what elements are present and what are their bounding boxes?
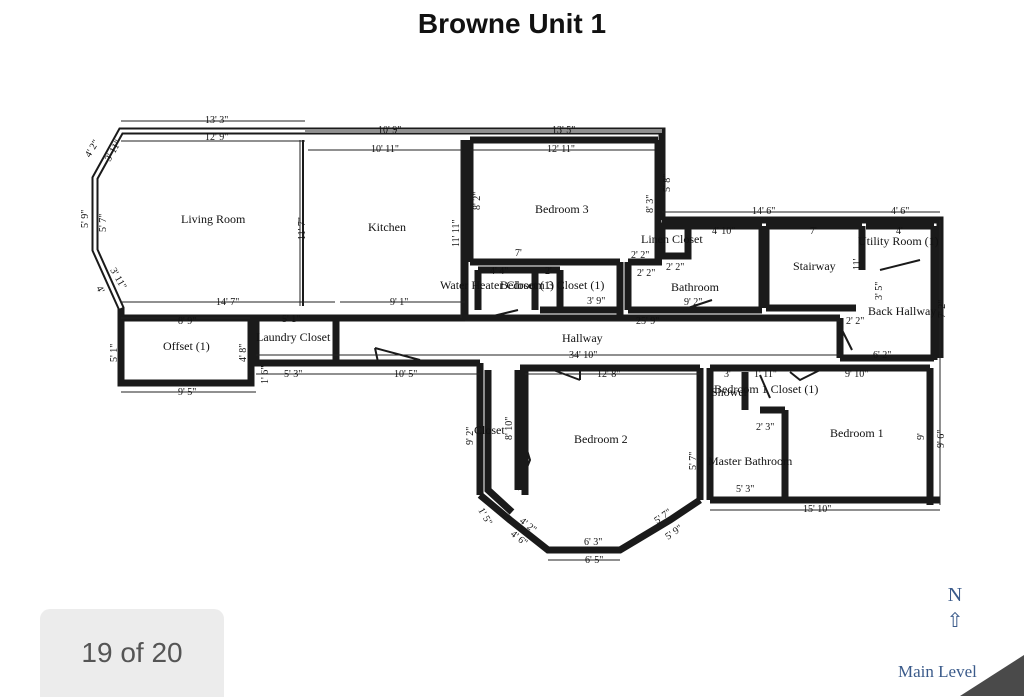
dim-label: 7' [515, 248, 522, 259]
dim-label: 2' 2" [631, 250, 649, 261]
dim-label: 4' 10" [712, 226, 735, 237]
dim-label: 5' 7" [688, 452, 699, 470]
room-water-heater-closet: Water Heater Closet (1) [440, 278, 554, 292]
dim-label: 25' 9" [636, 316, 659, 327]
room-stairway: Stairway [793, 259, 836, 273]
room-living-room: Living Room [181, 212, 246, 226]
room-closet: Closet [474, 423, 505, 437]
dim-label: 4' [93, 284, 106, 296]
dim-label: 1' 11" [754, 369, 777, 380]
room-utility-room: Utility Room (1) [858, 234, 939, 248]
dim-label: 5' 9" [80, 210, 91, 228]
dim-label: 2' 2" [846, 316, 864, 327]
dimension-lines [121, 120, 941, 561]
north-arrow-icon: ⇧ [946, 610, 964, 632]
dim-label: 11' [852, 258, 863, 270]
dim-label: 4' 2" [83, 138, 102, 159]
room-offset: Offset (1) [163, 339, 210, 353]
dim-label: 15' 10" [803, 504, 831, 515]
dim-label: 9' 6" [936, 430, 947, 448]
dim-label: 9' 2" [465, 427, 476, 445]
dim-label: 5' 1" [282, 314, 300, 325]
dim-label: 10' 9" [378, 125, 401, 136]
dim-label: 9' 10" [845, 369, 868, 380]
dim-label: 12' 8" [597, 369, 620, 380]
dim-label: 4' 6" [891, 206, 909, 217]
room-laundry-closet: Laundry Closet [256, 330, 331, 344]
dim-label: 9' [916, 433, 927, 440]
corner-fold-icon[interactable] [960, 655, 1024, 696]
dim-label: 6' 5" [585, 555, 603, 566]
dim-label: 2' 2" [637, 268, 655, 279]
room-bathroom: Bathroom [671, 280, 720, 294]
north-letter: N [947, 584, 963, 606]
dim-label: 8' 9" [178, 316, 196, 327]
room-shower: Shower [711, 385, 748, 399]
level-label: Main Level [898, 662, 977, 681]
room-labels: Living Room Kitchen Bedroom 3 Linen Clos… [163, 202, 939, 468]
dim-label: 4' [896, 226, 903, 237]
dim-label: 1' 6" [260, 366, 271, 384]
dim-label: 2' 2" [666, 262, 684, 273]
dim-label: 5' 3" [284, 369, 302, 380]
dim-label: 6' 2" [873, 350, 891, 361]
dim-label: 3' [724, 369, 731, 380]
dim-label: 9' 5" [178, 387, 196, 398]
dim-label: 5' 1" [109, 344, 120, 362]
dim-label: 3' 11" [103, 138, 124, 163]
room-master-bathroom: Master Bathroom [708, 454, 793, 468]
page-title: Browne Unit 1 [417, 8, 607, 39]
dim-label: 8' 3" [645, 195, 656, 213]
dim-label: 11' 11" [451, 219, 462, 247]
room-back-hallway: Back Hallway [868, 304, 936, 318]
walls [91, 127, 944, 554]
dim-label: 4' 8" [238, 344, 249, 362]
dim-label: 3' 9" [587, 296, 605, 307]
dim-label: 8' 2" [472, 192, 483, 210]
room-bedroom-1-closet: Bedroom 1 Closet (1) [714, 382, 818, 396]
door-swings [374, 259, 921, 491]
dim-label: 11' 7" [297, 217, 308, 240]
dim-label: 12' 11" [547, 144, 575, 155]
dim-label: 2' 3" [756, 422, 774, 433]
dim-label: 12' 9" [205, 132, 228, 143]
dim-label: 8' 10" [504, 417, 515, 440]
dim-label: 5' 3" [736, 484, 754, 495]
dim-label: 14' 6" [752, 206, 775, 217]
dim-label: 14' 7" [216, 297, 239, 308]
dim-label: 5' 8" [662, 174, 673, 192]
dim-label: 9' 1" [390, 297, 408, 308]
room-linen-closet: Linen Closet [641, 232, 703, 246]
dim-label: 6' 3" [584, 537, 602, 548]
dim-label: 10' 5" [394, 369, 417, 380]
dim-label: 7' 2" [937, 300, 948, 318]
room-bedroom-2: Bedroom 2 [574, 432, 628, 446]
dim-label: 1' 5" [475, 506, 494, 527]
dim-label: 13' 3" [205, 115, 228, 126]
dim-label: 13' 5" [552, 125, 575, 136]
room-hallway: Hallway [562, 331, 603, 345]
north-compass: N ⇧ [940, 582, 970, 634]
dim-label: 5' 7" [98, 214, 109, 232]
image-counter: 19 of 20 [40, 609, 224, 697]
dim-label: 34' 10" [569, 350, 597, 361]
dim-label: 7' [810, 226, 817, 237]
room-kitchen: Kitchen [368, 220, 406, 234]
dim-label: 2' [545, 266, 552, 277]
dim-label: 10' 11" [371, 144, 399, 155]
dim-label: 3' 5" [874, 282, 885, 300]
dim-label: 9' 2" [684, 297, 702, 308]
dim-label: 4' 4" [490, 266, 508, 277]
room-bedroom-1: Bedroom 1 [830, 426, 884, 440]
room-bedroom-3: Bedroom 3 [535, 202, 589, 216]
room-bedroom-3-closet: Bedroom 3 Closet (1) [500, 278, 604, 292]
